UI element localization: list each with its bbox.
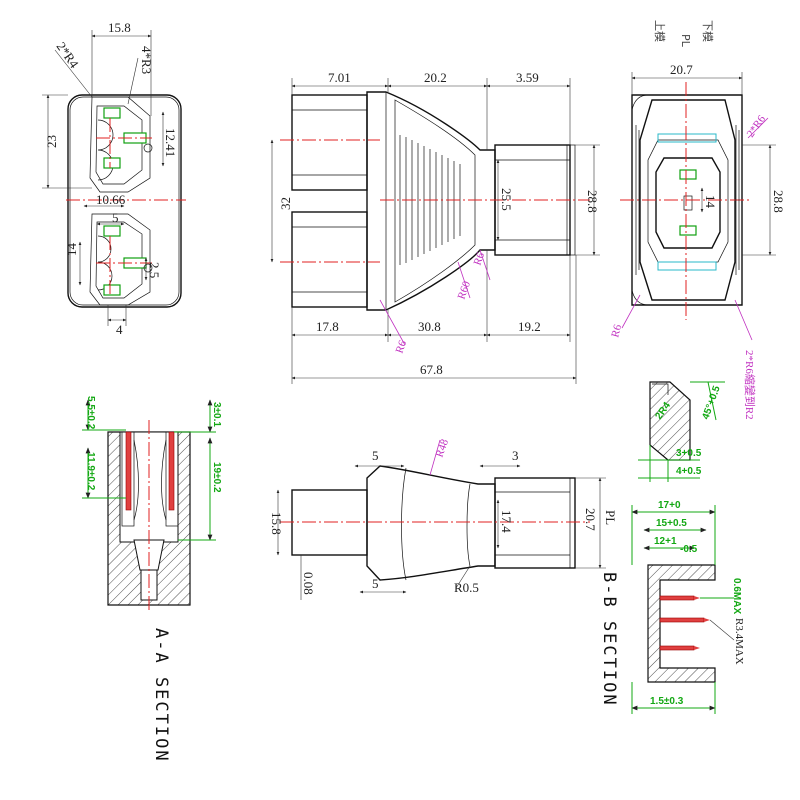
section-b-gap: 0.6MAX (731, 578, 742, 614)
detail-view: 2R4 45°+0.5 3+0.5 4+0.5 (638, 381, 725, 482)
top-view: 7.01 20.2 3.59 32 25.5 28.8 R6 R60 R6 17… (270, 70, 600, 384)
side-parting-line: PL (603, 510, 618, 525)
detail-depth-b: 4+0.5 (676, 466, 702, 477)
end-fillet-label: R6 (609, 323, 624, 339)
section-a-depth: 19±0.2 (211, 462, 222, 493)
section-b-title: B-B SECTION (599, 572, 619, 707)
side-bottom-step: 5 (372, 576, 379, 591)
parting-line-label: PL (679, 34, 692, 48)
lower-height-label: 14 (64, 243, 79, 257)
end-width-label: 20.7 (670, 62, 693, 77)
outer-radius-label: 2*R4 (54, 39, 83, 71)
total-height-label: 32 (278, 197, 293, 210)
section-a-pin-len: 11.9±0.2 (85, 452, 96, 491)
section-a-top-left: 5.5±0.2 (85, 396, 96, 430)
side-view: 5 3 R48 15.8 17.4 20.7 PL 0.08 5 R0.5 (269, 437, 618, 600)
mold-upper-label: 上模 (653, 20, 666, 42)
end-height-label: 28.8 (771, 190, 786, 213)
section-b-radius: R3.4MAX (733, 618, 745, 665)
side-fillet: R0.5 (454, 580, 479, 595)
bottom-width-label: 4 (116, 322, 123, 337)
pin-spacing-label: 12.41 (163, 128, 178, 157)
bottom-mid-label: 30.8 (418, 319, 441, 334)
corner-radius-label: 2*R6 (745, 113, 769, 140)
inner-height-label: 25.5 (499, 188, 514, 211)
left-length-label: 7.01 (328, 70, 351, 85)
inner-radius-label: 4*R3 (139, 46, 154, 74)
end-view: 下模 PL 上模 20.7 2*R6 28.8 14 R6 2*R6縮變到R2 (609, 20, 786, 420)
section-a: 5.5±0.2 3±0.1 11.9±0.2 19±0.2 A-A SECTIO… (82, 396, 222, 763)
pin-offset-label: 5 (112, 210, 119, 225)
section-b: 17+0 15+0.5 12+1 -0.5 0.6MAX R3.4MAX 1.5… (599, 500, 745, 714)
fillet-r6-a-label: R6 (472, 250, 488, 267)
section-b-width-b: 15+0.5 (656, 518, 687, 529)
section-a-title: A-A SECTION (151, 628, 171, 763)
side-arc-radius: R48 (434, 437, 452, 459)
side-ribs (635, 125, 740, 275)
fillet-r6-b-label: R6 (394, 338, 410, 355)
pin-gap-label: 2.5 (147, 262, 162, 278)
section-b-width-a: 17+0 (658, 500, 681, 511)
detail-angle: 45°+0.5 (700, 384, 722, 421)
side-left-height: 15.8 (269, 512, 284, 535)
mold-lower-label: 下模 (701, 20, 714, 42)
total-length-label: 67.8 (420, 362, 443, 377)
detail-depth-a: 3+0.5 (676, 448, 702, 459)
right-height-label: 28.8 (585, 190, 600, 213)
section-b-width-c: 12+1 (654, 536, 677, 547)
section-b-bottom: 1.5±0.3 (650, 696, 684, 707)
side-mid-height: 17.4 (499, 510, 514, 533)
end-note-label: 2*R6縮變到R2 (743, 350, 757, 420)
side-right-offset: 3 (512, 448, 519, 463)
section-b-tol-c: -0.5 (680, 544, 698, 555)
bottom-right-label: 19.2 (518, 319, 541, 334)
left-height-label: 23 (44, 135, 59, 148)
mid-length-label: 20.2 (424, 70, 447, 85)
fillet-r60-label: R60 (456, 279, 474, 301)
side-bottom-offset: 0.08 (301, 572, 316, 595)
side-left-offset: 5 (372, 448, 379, 463)
inner-label: 14 (703, 195, 718, 209)
side-right-height: 20.7 (583, 508, 598, 531)
mid-width-label: 10.66 (96, 192, 126, 207)
face-view: 15.8 2*R4 4*R3 23 12.41 10.66 5 14 2.5 4 (42, 20, 186, 337)
section-a-top-right: 3±0.1 (211, 402, 222, 427)
bottom-left-label: 17.8 (316, 319, 339, 334)
top-width-label: 15.8 (108, 20, 131, 35)
right-length-label: 3.59 (516, 70, 539, 85)
